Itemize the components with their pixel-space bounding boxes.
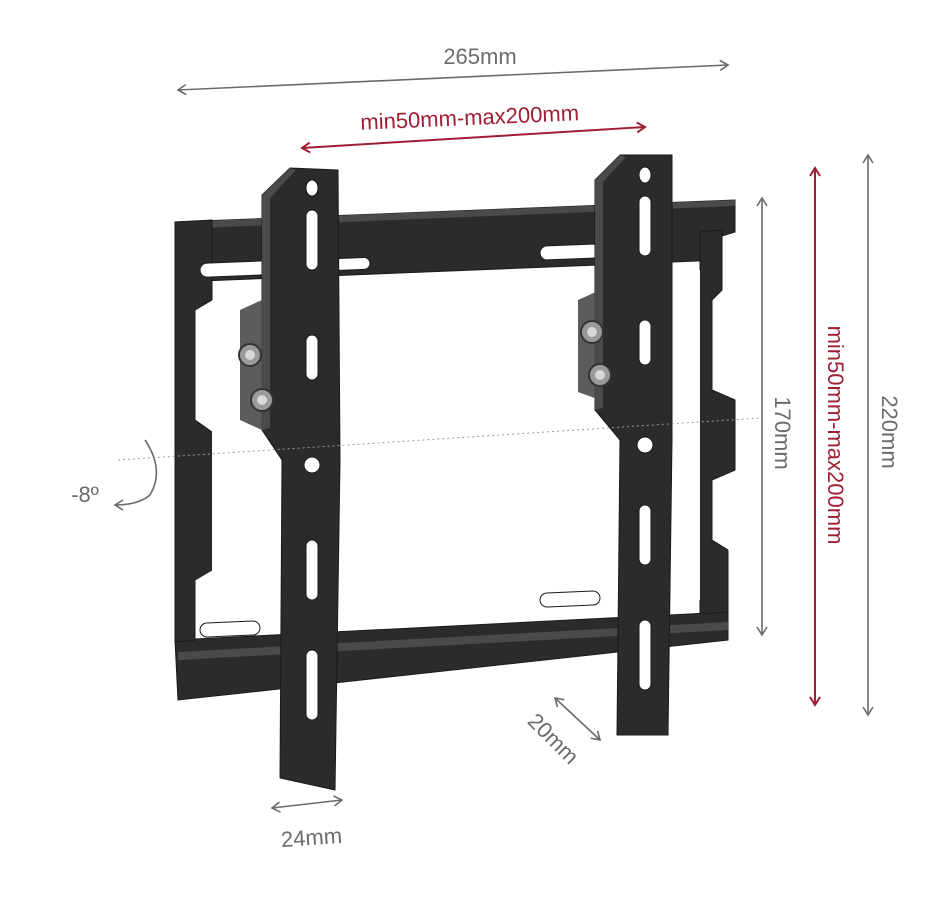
dimension-vesa-horizontal: min50mm-max200mm <box>300 100 647 154</box>
dimension-total-width: 265mm <box>176 44 730 96</box>
dimension-depth: 20mm <box>523 696 602 769</box>
arm-width-label: 24mm <box>280 823 343 852</box>
dimension-total-height: 220mm <box>862 153 902 717</box>
dimension-frame-height: 170mm <box>756 196 795 637</box>
left-vertical-arm <box>240 167 341 791</box>
tilt-reference-line <box>117 417 761 461</box>
total-height-label: 220mm <box>877 395 902 468</box>
vesa-vertical-label: min50mm-max200mm <box>823 326 848 545</box>
frame-height-label: 170mm <box>770 396 795 469</box>
left-bolts <box>238 343 274 412</box>
dimension-arm-width: 24mm <box>270 795 344 852</box>
total-width-label: 265mm <box>443 44 516 69</box>
dimension-vesa-vertical: min50mm-max200mm <box>809 166 848 707</box>
tilt-indicator: -8º <box>71 439 158 511</box>
vesa-horizontal-label: min50mm-max200mm <box>360 100 580 135</box>
tilt-label: -8º <box>71 482 99 507</box>
right-vertical-arm <box>578 154 673 736</box>
right-bolts <box>580 320 612 387</box>
